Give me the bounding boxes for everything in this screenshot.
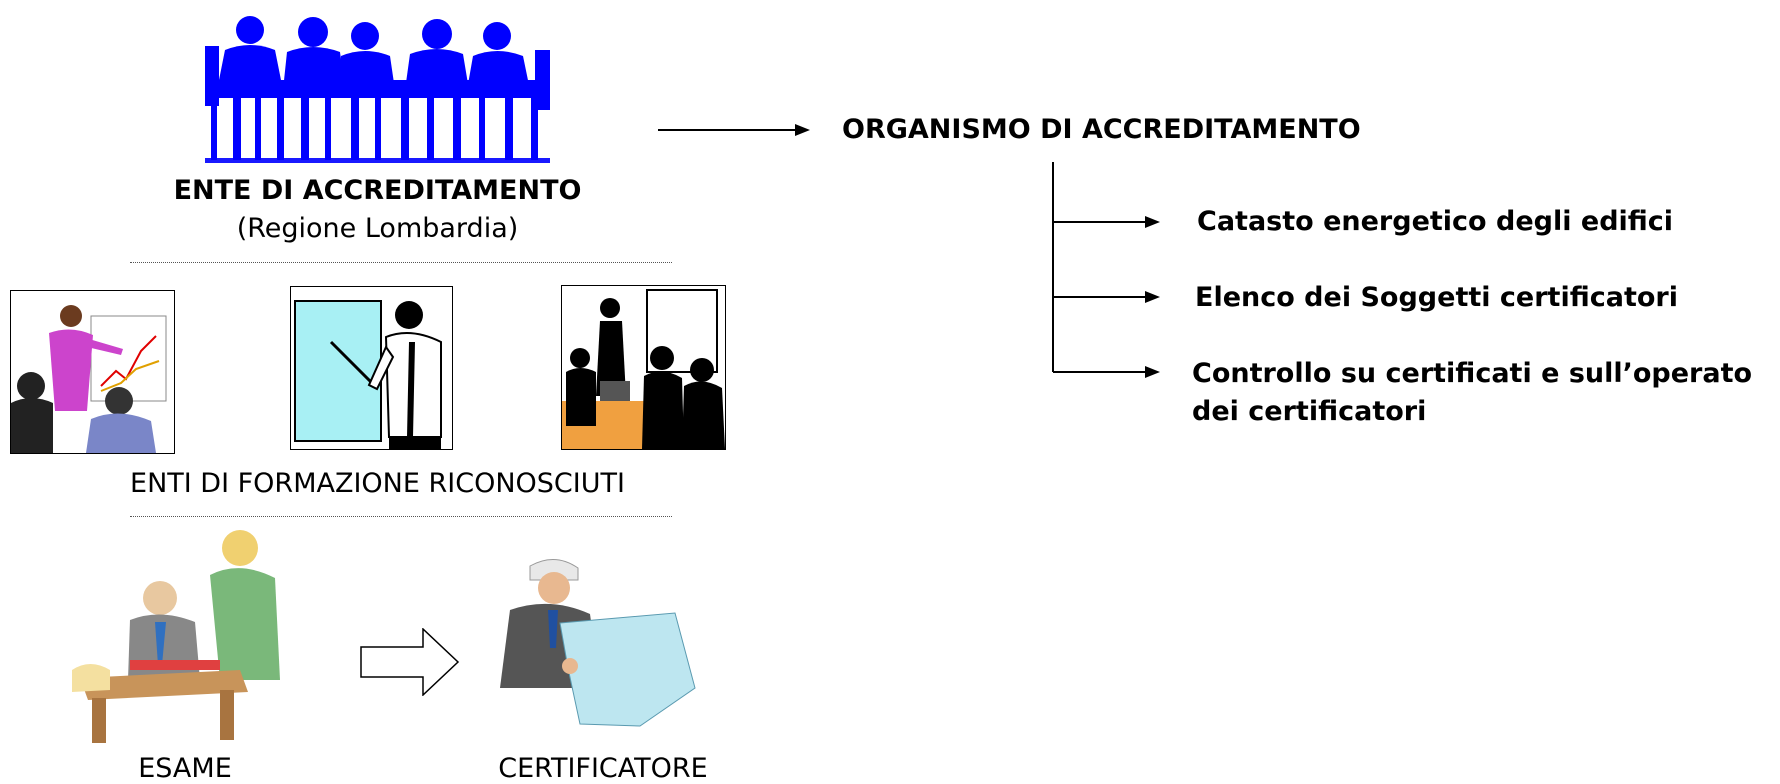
projector-lecture-icon: [562, 289, 725, 449]
ente-title: ENTE DI ACCREDITAMENTO: [173, 175, 582, 206]
organismo-item-controllo-line1: Controllo su certificati e sull’operato: [1192, 358, 1753, 389]
ente-subtitle: (Regione Lombardia): [236, 213, 519, 244]
exam-illustration: [70, 520, 295, 745]
divider-bottom: [130, 516, 672, 517]
hollow-arrow: [360, 628, 460, 696]
meeting-silhouette-icon: [205, 16, 550, 163]
organismo-title: ORGANISMO DI ACCREDITAMENTO: [842, 114, 1361, 145]
organismo-item-catasto: Catasto energetico degli edifici: [1197, 206, 1674, 237]
training-image-presenter: [10, 290, 175, 454]
connector-lines: [658, 124, 1160, 378]
esame-label: ESAME: [138, 753, 232, 784]
exam-people-icon: [72, 530, 280, 743]
divider-top: [130, 262, 672, 263]
hollow-arrow-icon: [360, 628, 460, 696]
organismo-item-elenco: Elenco dei Soggetti certificatori: [1195, 282, 1678, 313]
certificatore-label: CERTIFICATORE: [498, 753, 708, 784]
engineer-blueprint-icon: [500, 559, 696, 727]
certifier-illustration: [490, 548, 700, 730]
training-image-teacher: [290, 286, 453, 450]
teacher-board-icon: [294, 300, 442, 449]
organismo-item-controllo-line2: dei certificatori: [1192, 396, 1427, 427]
formazione-label: ENTI DI FORMAZIONE RICONOSCIUTI: [130, 468, 625, 499]
ente-meeting-illustration: [205, 10, 550, 170]
presentation-chart-icon: [11, 305, 167, 453]
training-image-projector: [561, 285, 726, 450]
flow-connectors: [650, 110, 1170, 390]
